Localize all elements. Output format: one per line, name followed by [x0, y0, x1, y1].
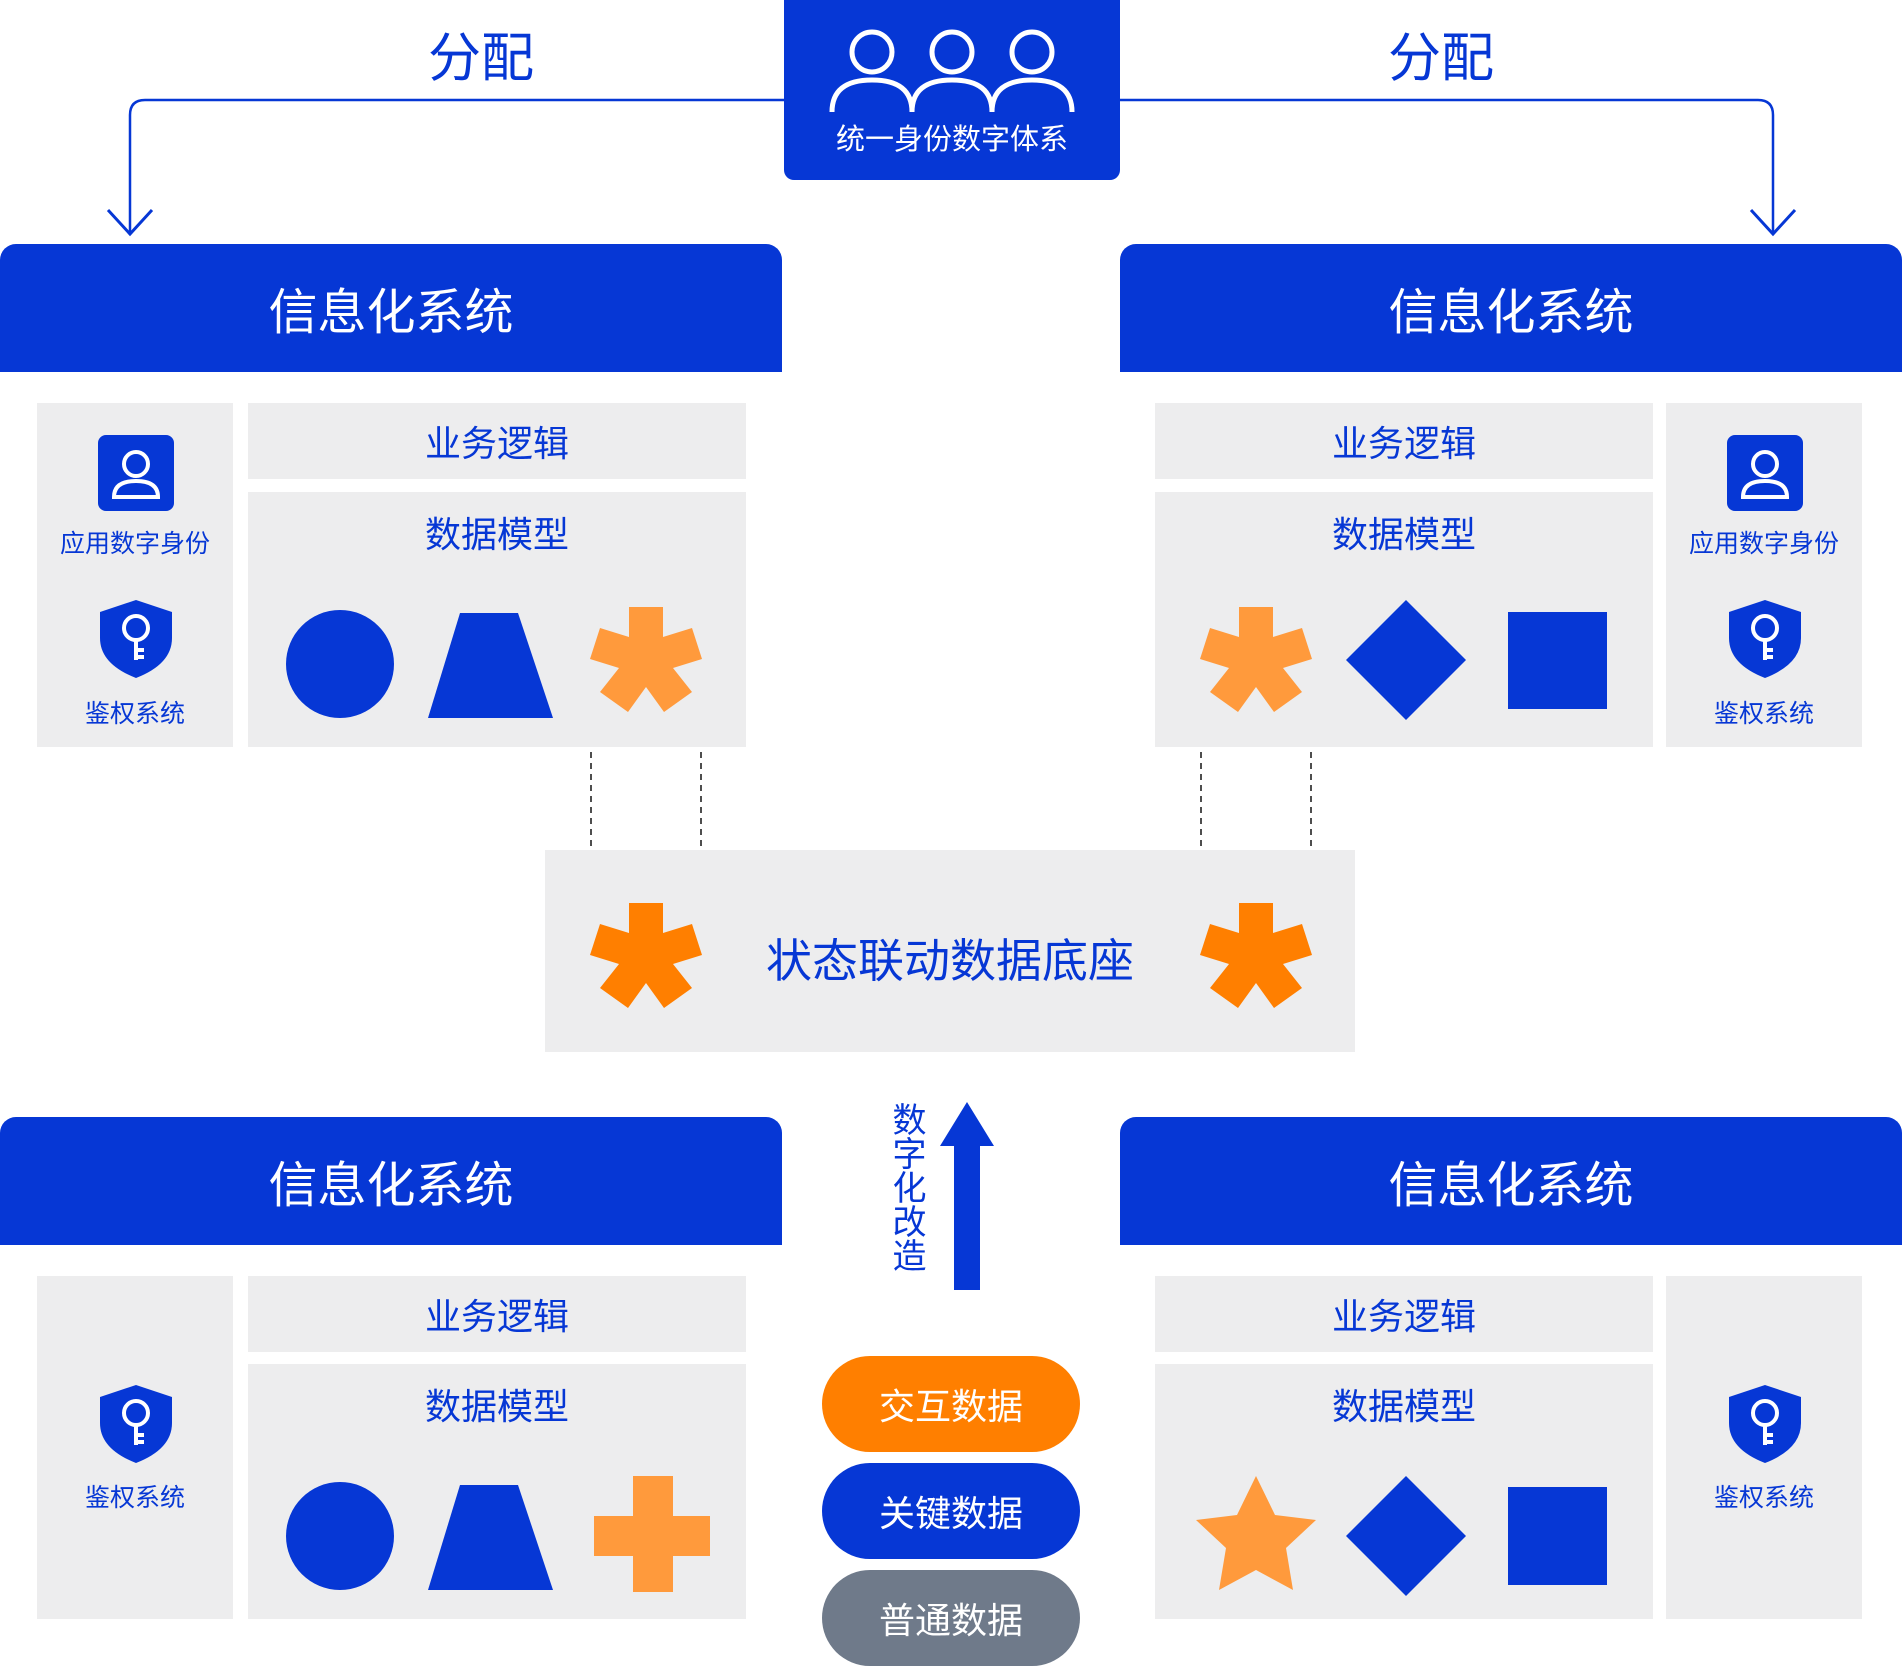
business-logic-label: 业务逻辑 — [1331, 1297, 1476, 1338]
diamond-shape — [1346, 600, 1466, 720]
user-icon — [98, 435, 174, 511]
auth-label: 鉴权系统 — [84, 1483, 185, 1512]
transform-label: 数字化改造 — [886, 1102, 926, 1272]
trapezoid-shape — [428, 613, 553, 718]
legend-label: 普通数据 — [878, 1601, 1023, 1642]
business-logic-panel: 业务逻辑 — [248, 1276, 746, 1352]
user-icon — [1727, 435, 1803, 511]
data-model-label: 数据模型 — [1331, 1387, 1476, 1428]
shield-key-icon — [100, 1385, 172, 1463]
base-title: 状态联动数据底座 — [766, 934, 1134, 988]
trapezoid-shape — [428, 1485, 553, 1590]
star-shape — [1196, 1476, 1316, 1590]
legend-label: 交互数据 — [878, 1387, 1023, 1428]
legend-pill-key: 关键数据 — [822, 1463, 1080, 1559]
business-logic-label: 业务逻辑 — [424, 1297, 569, 1338]
legend-pill-normal: 普通数据 — [822, 1570, 1080, 1666]
system-header-top-left: 信息化系统 — [0, 244, 782, 372]
diamond-shape — [1346, 1476, 1466, 1596]
users-group-icon — [829, 29, 1075, 113]
business-logic-label: 业务逻辑 — [1331, 424, 1476, 465]
auth-label: 鉴权系统 — [1713, 699, 1814, 728]
circle-shape — [286, 1482, 394, 1590]
asterisk-shape-light — [1200, 607, 1312, 712]
system-header-bottom-left: 信息化系统 — [0, 1117, 782, 1245]
business-logic-panel: 业务逻辑 — [248, 403, 746, 479]
data-model-label: 数据模型 — [424, 1387, 569, 1428]
legend-label: 关键数据 — [878, 1494, 1023, 1535]
square-shape — [1508, 612, 1607, 709]
asterisk-shape-light — [590, 607, 702, 712]
distribute-label-right: 分配 — [1388, 28, 1494, 89]
asterisk-shape — [590, 903, 702, 1008]
circle-shape — [286, 610, 394, 718]
data-model-label: 数据模型 — [424, 515, 569, 556]
data-model-label: 数据模型 — [1331, 515, 1476, 556]
auth-label: 鉴权系统 — [84, 699, 185, 728]
system-header-bottom-right: 信息化系统 — [1120, 1117, 1902, 1245]
base-asterisks — [590, 903, 1312, 1008]
square-shape — [1508, 1487, 1607, 1585]
model-shapes-top-right — [1200, 600, 1607, 720]
app-identity-label: 应用数字身份 — [1688, 529, 1839, 558]
legend-pill-interaction: 交互数据 — [822, 1356, 1080, 1452]
shield-key-icon — [1729, 1385, 1801, 1463]
cross-shape — [594, 1476, 710, 1592]
up-arrow — [940, 1102, 994, 1290]
distribute-label-left: 分配 — [428, 28, 534, 89]
business-logic-label: 业务逻辑 — [424, 424, 569, 465]
model-shapes-top-left — [286, 607, 702, 718]
asterisk-shape — [1200, 903, 1312, 1008]
unified-identity-box: 统一身份数字体系 — [784, 0, 1120, 180]
business-logic-panel: 业务逻辑 — [1155, 403, 1653, 479]
app-identity-label: 应用数字身份 — [59, 529, 210, 558]
shield-key-icon — [1729, 600, 1801, 678]
auth-label: 鉴权系统 — [1713, 1483, 1814, 1512]
model-shapes-bottom-left — [286, 1476, 710, 1592]
shield-key-icon — [100, 600, 172, 678]
system-header-top-right: 信息化系统 — [1120, 244, 1902, 372]
identity-title: 统一身份数字体系 — [835, 122, 1068, 156]
business-logic-panel: 业务逻辑 — [1155, 1276, 1653, 1352]
